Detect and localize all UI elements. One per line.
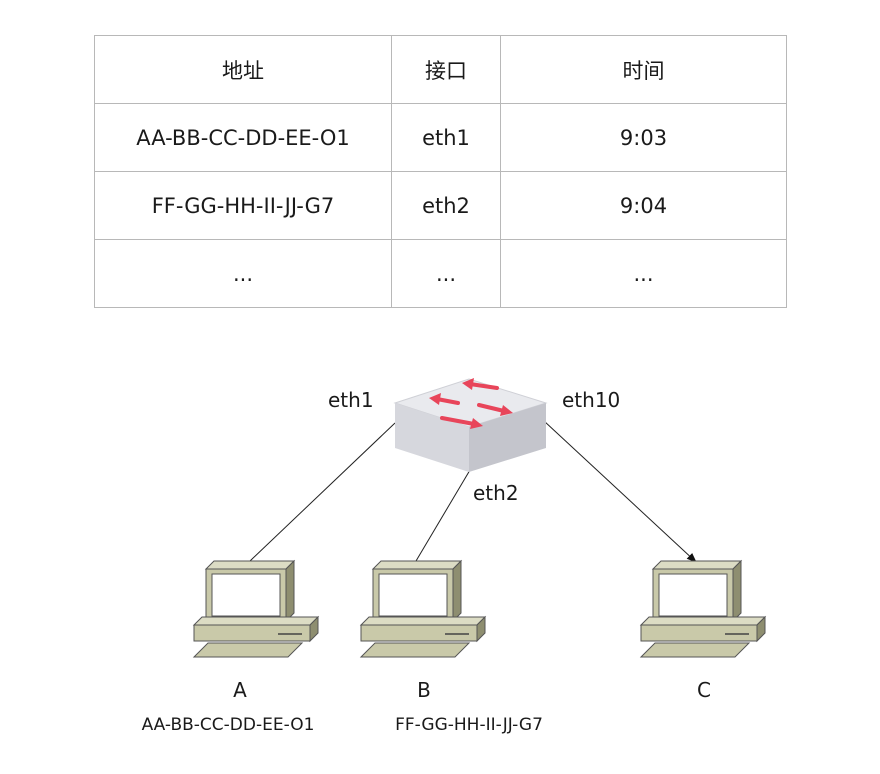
link-eth2 [415,469,471,562]
mac-address-table: 地址 接口 时间 AA-BB-CC-DD-EE-O1 eth1 9:03 FF-… [94,35,787,308]
port-label-eth10: eth10 [562,388,620,412]
computer-b-icon [360,560,486,658]
port-label-eth1: eth1 [328,388,374,412]
computer-c-icon [640,560,766,658]
host-name-b: B [417,678,431,702]
host-name-c: C [697,678,711,702]
switch-icon [393,378,548,472]
link-eth1 [249,422,396,562]
header-time: 时间 [500,35,787,104]
host-mac-a: AA-BB-CC-DD-EE-O1 [142,715,315,735]
port-label-eth2: eth2 [473,481,519,505]
host-mac-b: FF-GG-HH-II-JJ-G7 [395,715,543,735]
host-name-a: A [233,678,247,702]
header-interface: 接口 [391,35,501,104]
header-address: 地址 [94,35,392,104]
table-row: ... ... ... [94,239,787,308]
computer-a-icon [193,560,319,658]
cell-time: 9:03 [500,103,787,172]
cell-address: ... [94,239,392,308]
table-header-row: 地址 接口 时间 [94,35,787,104]
cell-time: ... [500,239,787,308]
link-eth10 [543,420,697,563]
